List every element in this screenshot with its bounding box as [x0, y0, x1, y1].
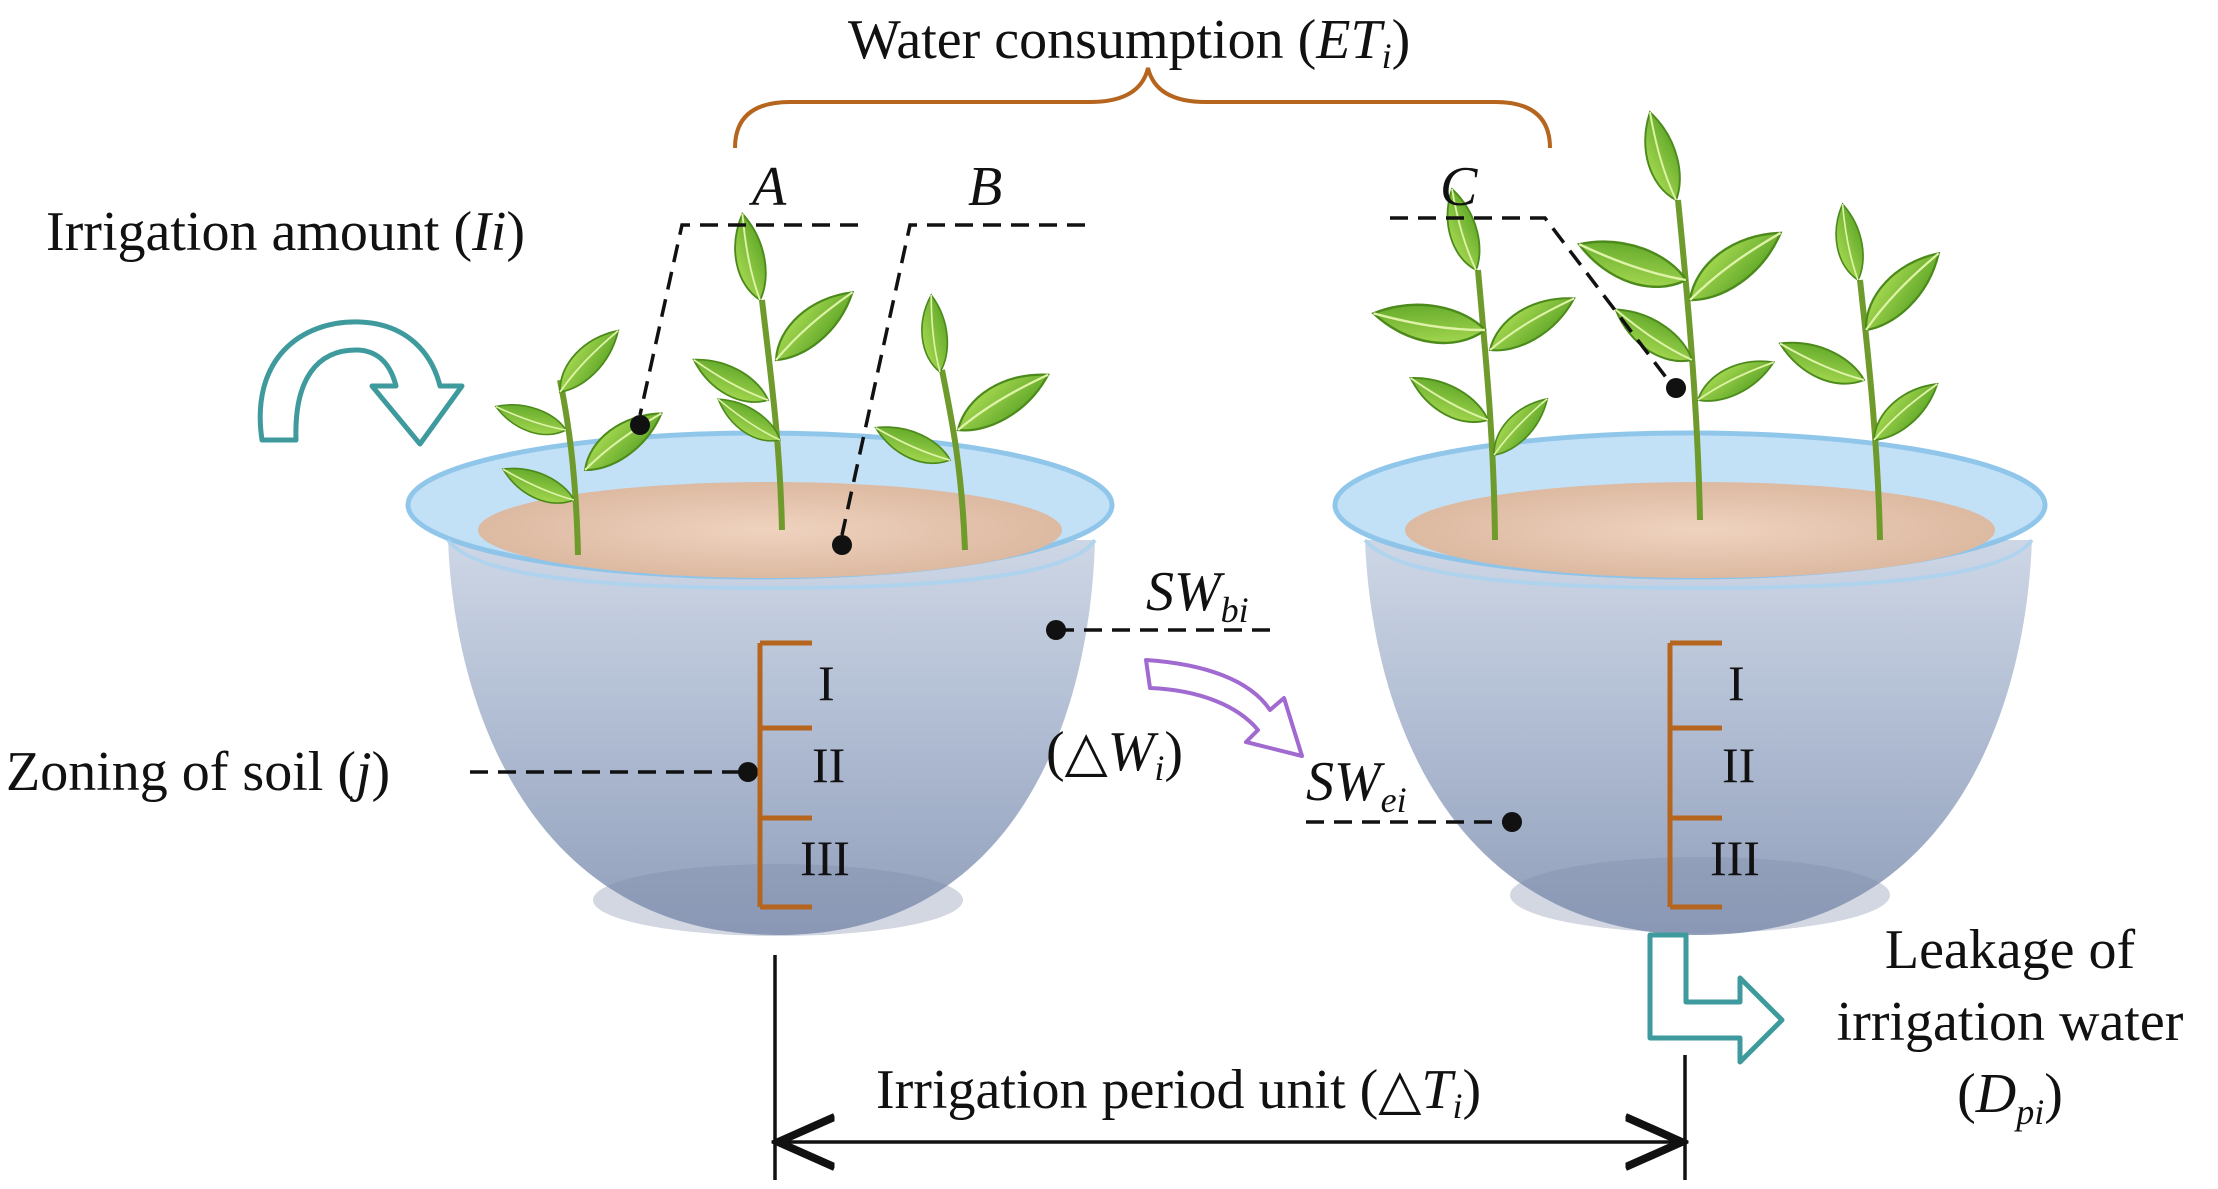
water-consumption-label: Water consumption (ETi): [848, 9, 1410, 76]
left-zone-3: III: [800, 830, 850, 886]
leakage-arrow-icon: [1647, 932, 1785, 1065]
leader-b: [832, 223, 1085, 555]
right-zone-scale: [1667, 640, 1722, 910]
left-zone-1: I: [818, 655, 835, 711]
leakage-label-line2: irrigation water: [1837, 991, 2184, 1053]
leakage-label-line1: Leakage of: [1885, 919, 2136, 981]
irrigation-input-arrow-icon: [257, 319, 465, 447]
label-sw-ei: SWei: [1306, 751, 1407, 820]
leakage-label-line3: (Dpi): [1957, 1063, 2063, 1132]
right-zone-1: I: [1728, 655, 1745, 711]
water-consumption-brace: [733, 67, 1552, 149]
left-zone-scale: [757, 640, 812, 910]
right-zone-3: III: [1710, 830, 1760, 886]
label-b: B: [968, 156, 1002, 218]
right-plants: [1368, 107, 1955, 541]
left-zone-2: II: [812, 737, 845, 793]
delta-w-arrow-icon: [1144, 658, 1304, 758]
irrigation-amount-label: Irrigation amount (Ii): [46, 201, 525, 263]
label-a: A: [748, 156, 787, 218]
right-zone-2: II: [1722, 737, 1755, 793]
leader-a: [630, 223, 858, 435]
right-pot: [1332, 430, 2048, 935]
zoning-of-soil-label: Zoning of soil (j): [6, 741, 390, 803]
leader-sw-bi: [1046, 620, 1275, 640]
leader-c: [1390, 216, 1686, 398]
label-c: C: [1440, 156, 1478, 218]
leader-zoning: [470, 762, 758, 782]
leader-sw-ei: [1306, 812, 1522, 832]
left-plants: [491, 211, 1059, 556]
label-delta-w: (△Wi): [1046, 721, 1183, 788]
period-unit-label: Irrigation period unit (△Ti): [876, 1059, 1481, 1126]
label-sw-bi: SWbi: [1146, 561, 1249, 630]
left-pot: [405, 430, 1115, 936]
